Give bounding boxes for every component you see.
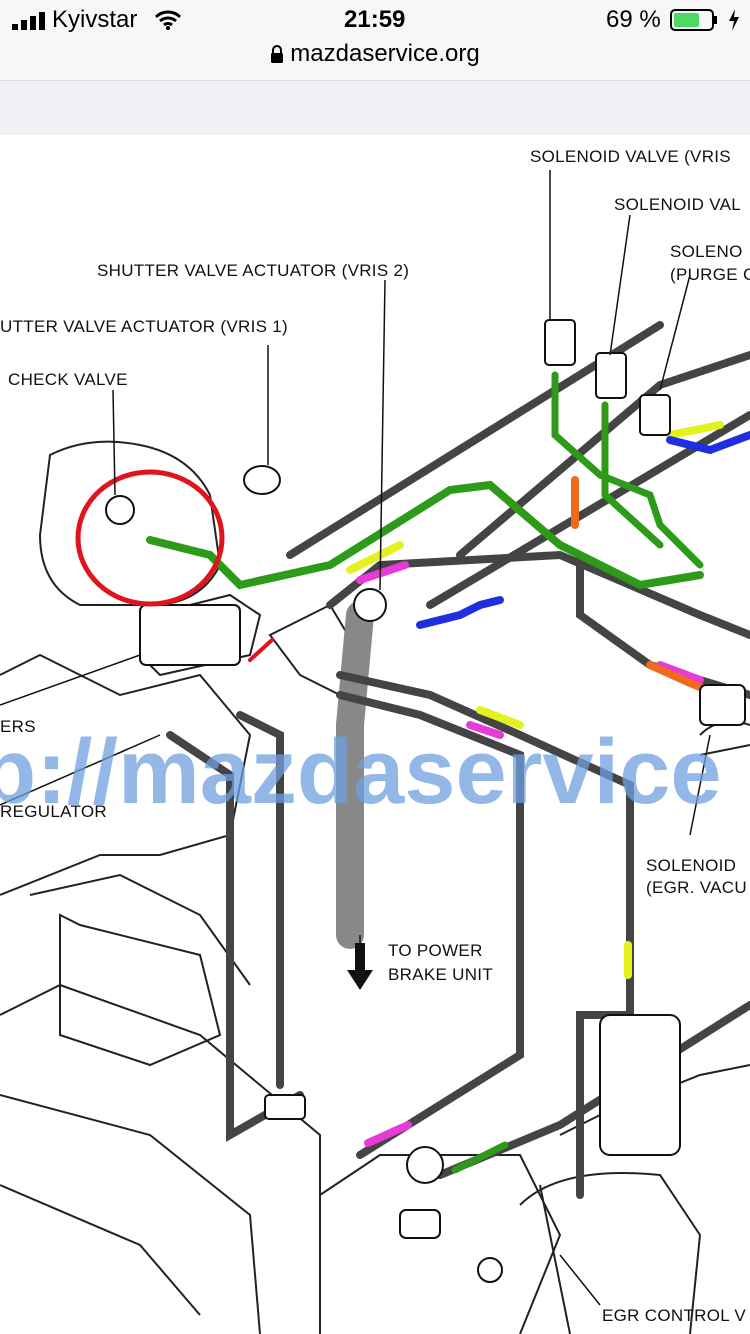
- label-regulator: REGULATOR: [0, 802, 107, 821]
- label-check-valve: CHECK VALVE: [8, 370, 128, 389]
- components: [105, 319, 746, 1283]
- label-brake-unit: BRAKE UNIT: [388, 965, 493, 984]
- battery-icon: [670, 9, 717, 31]
- label-shutter-vris2: SHUTTER VALVE ACTUATOR (VRIS 2): [97, 261, 409, 280]
- browser-toolbar: [0, 80, 750, 136]
- label-solenoid-purge-1: SOLENO: [670, 242, 743, 261]
- label-egr-control: EGR CONTROL V: [602, 1306, 746, 1325]
- check-valve-body: [105, 495, 135, 525]
- charging-icon: [729, 9, 739, 31]
- lock-icon: [271, 45, 284, 63]
- solenoid-vris-body: [544, 319, 576, 366]
- highlighted-hoses: [146, 371, 750, 1174]
- clock: 21:59: [344, 6, 406, 33]
- solenoid-purge-body: [639, 394, 671, 436]
- red-tick-mark: [248, 638, 274, 662]
- label-solenoid-egr-1: SOLENOID: [646, 856, 736, 875]
- url-bar[interactable]: mazdaservice.org: [0, 40, 750, 68]
- label-to-power: TO POWER: [388, 941, 483, 960]
- canister-body: [599, 1014, 681, 1156]
- label-solenoid-egr-2: (EGR. VACU: [646, 878, 747, 897]
- diagram-labels: SOLENOID VALVE (VRIS SOLENOID VAL SOLENO…: [0, 147, 750, 1325]
- vacuum-hose-diagram: p://mazdaservice SOLENOID VALVE (VRIS SO…: [0, 147, 750, 1334]
- label-solenoid-vris: SOLENOID VALVE (VRIS: [530, 147, 731, 166]
- regulator-body: [139, 604, 241, 666]
- watermark-text: p://mazdaservice: [0, 721, 721, 823]
- wifi-icon: [155, 10, 181, 30]
- carrier-name: Kyivstar: [52, 6, 138, 33]
- engine-outline: [0, 440, 750, 1334]
- solenoid-egr-body: [699, 684, 746, 726]
- label-shutter-vris1: UTTER VALVE ACTUATOR (VRIS 1): [0, 317, 288, 336]
- arrow-down-icon: [347, 943, 373, 990]
- shutter-actuator-vris1: [243, 465, 281, 495]
- signal-icon: [12, 12, 45, 30]
- egr-control-valve: [406, 1146, 444, 1184]
- page-content: p://mazdaservice SOLENOID VALVE (VRIS SO…: [0, 135, 750, 1334]
- status-bar: Kyivstar 21:59 69 % mazdaservice.org: [0, 0, 750, 80]
- label-solenoid-purge-2: (PURGE C: [670, 265, 750, 284]
- url-text: mazdaservice.org: [290, 40, 480, 67]
- solenoid-val-body: [595, 352, 627, 399]
- leader-lines: [0, 170, 711, 1306]
- label-ers: ERS: [0, 717, 36, 736]
- battery-percent: 69 %: [606, 6, 661, 33]
- shutter-actuator-vris2: [353, 588, 387, 622]
- red-circle-annotation: [75, 469, 225, 607]
- label-solenoid-val: SOLENOID VAL: [614, 195, 741, 214]
